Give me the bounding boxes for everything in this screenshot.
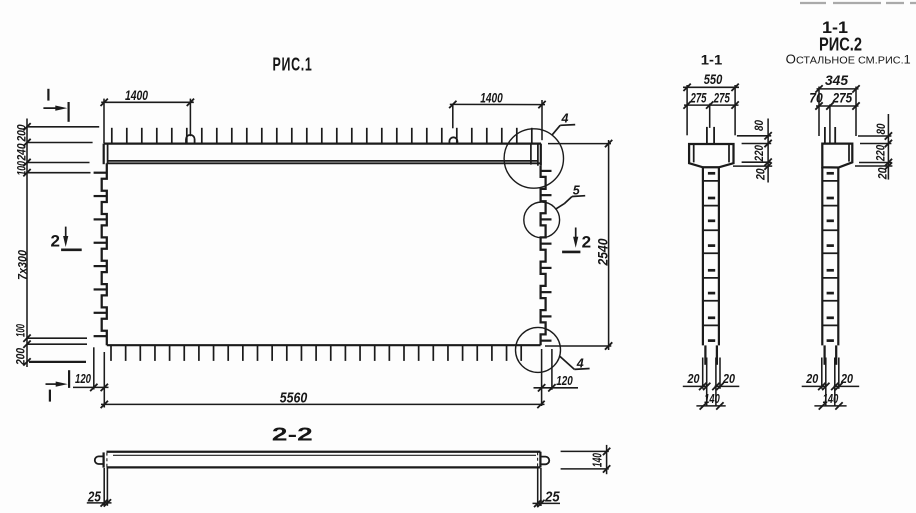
svg-text:4: 4 — [561, 112, 569, 126]
svg-text:1-1: 1-1 — [822, 19, 848, 37]
svg-text:РИС.1: РИС.1 — [273, 54, 313, 74]
svg-text:20: 20 — [840, 371, 853, 386]
svg-text:345: 345 — [825, 73, 848, 88]
svg-text:80: 80 — [874, 123, 888, 134]
svg-text:100: 100 — [14, 324, 28, 337]
svg-text:4: 4 — [576, 356, 584, 370]
svg-text:2: 2 — [582, 233, 591, 252]
svg-text:1400: 1400 — [125, 87, 148, 103]
svg-text:25: 25 — [544, 489, 560, 506]
svg-text:120: 120 — [556, 373, 573, 388]
svg-text:275: 275 — [832, 91, 853, 106]
svg-text:20: 20 — [722, 371, 735, 386]
svg-text:140: 140 — [823, 391, 839, 406]
svg-text:140: 140 — [704, 391, 720, 406]
svg-text:20: 20 — [805, 371, 818, 386]
svg-text:ОСТАЛЬНОЕ СМ.РИС.1: ОСТАЛЬНОЕ СМ.РИС.1 — [786, 53, 911, 67]
svg-text:275: 275 — [713, 90, 730, 105]
svg-text:100: 100 — [15, 161, 29, 176]
svg-text:240: 240 — [15, 143, 29, 161]
svg-text:120: 120 — [75, 371, 92, 386]
svg-text:80: 80 — [752, 120, 766, 131]
svg-text:20: 20 — [876, 167, 890, 180]
svg-text:550: 550 — [704, 72, 723, 87]
svg-text:5560: 5560 — [280, 389, 308, 406]
svg-text:200: 200 — [14, 348, 28, 366]
svg-text:275: 275 — [690, 90, 707, 105]
svg-text:5: 5 — [573, 183, 581, 197]
svg-text:2540: 2540 — [594, 238, 610, 266]
svg-text:140: 140 — [591, 453, 605, 467]
svg-text:220: 220 — [752, 145, 766, 162]
svg-text:20: 20 — [754, 168, 768, 181]
svg-text:1-1: 1-1 — [701, 52, 723, 67]
svg-text:7х300: 7х300 — [16, 250, 30, 280]
svg-text:20: 20 — [687, 371, 700, 386]
svg-text:220: 220 — [874, 145, 888, 162]
svg-text:1400: 1400 — [480, 90, 503, 106]
svg-text:2-2: 2-2 — [272, 424, 313, 444]
svg-text:25: 25 — [87, 488, 101, 505]
svg-text:200: 200 — [15, 124, 29, 142]
svg-text:2: 2 — [50, 232, 59, 251]
svg-text:РИС.2: РИС.2 — [819, 35, 862, 55]
